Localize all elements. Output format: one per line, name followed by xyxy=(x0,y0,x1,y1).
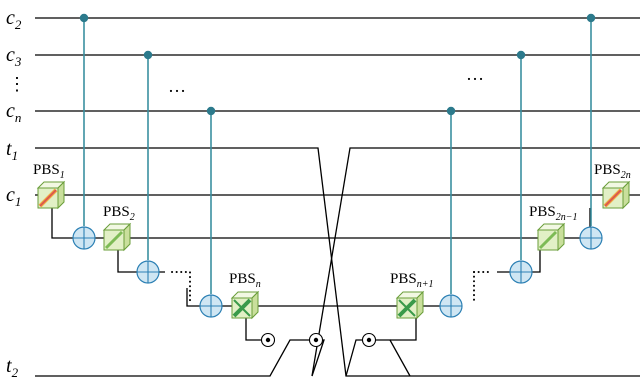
pbs2n1-cube xyxy=(536,222,566,252)
wire-t2-right xyxy=(345,339,411,377)
vertical-ellipsis: ⋮ xyxy=(8,74,26,94)
target-c2-left xyxy=(72,226,96,250)
horizontal-ellipsis-right: … xyxy=(466,64,484,84)
label-c2: c2 xyxy=(6,7,22,32)
label-pbsn: PBSn xyxy=(229,271,261,290)
label-t2: t2 xyxy=(6,355,19,377)
pbs2-cube xyxy=(102,222,132,252)
dots-left xyxy=(171,271,191,303)
target-c2-right xyxy=(579,226,603,250)
control-dot-cn-left xyxy=(206,106,216,116)
control-dot-c2-right xyxy=(586,13,596,23)
pbsn1-cube xyxy=(395,290,425,320)
wire-t1 xyxy=(35,147,640,377)
pbs2n-cube xyxy=(601,180,631,210)
label-pbs2n1: PBS2n−1 xyxy=(529,204,577,223)
pbsn-cube xyxy=(230,290,260,320)
target-c3-left xyxy=(136,260,160,284)
odot-right xyxy=(361,332,377,348)
odot-center xyxy=(308,332,324,348)
wire-t2 xyxy=(35,339,325,377)
control-dot-c3-left xyxy=(143,50,153,60)
stair-pbsn1-out xyxy=(390,318,417,341)
label-pbs2: PBS2 xyxy=(103,204,135,223)
label-t1: t1 xyxy=(6,138,18,163)
label-cn: cn xyxy=(6,100,21,125)
label-pbs1: PBS1 xyxy=(33,162,65,181)
target-cn-right xyxy=(439,294,463,318)
control-dot-c2-left xyxy=(79,13,89,23)
wire-t1-return xyxy=(311,147,640,377)
horizontal-ellipsis-left: … xyxy=(168,76,186,96)
stair-n xyxy=(186,288,455,307)
label-pbsn1: PBSn+1 xyxy=(390,271,433,290)
control-dot-c3-right xyxy=(516,50,526,60)
pbs1-cube xyxy=(36,180,66,210)
target-c3-right xyxy=(509,260,533,284)
label-pbs2n: PBS2n xyxy=(594,162,631,181)
label-c3: c3 xyxy=(6,44,22,69)
stair-1 xyxy=(51,208,591,239)
odot-left xyxy=(260,332,276,348)
target-cn-left xyxy=(199,294,223,318)
control-dot-cn-right xyxy=(446,106,456,116)
stair-pbsn-out xyxy=(245,318,268,341)
label-c1: c1 xyxy=(6,184,21,209)
